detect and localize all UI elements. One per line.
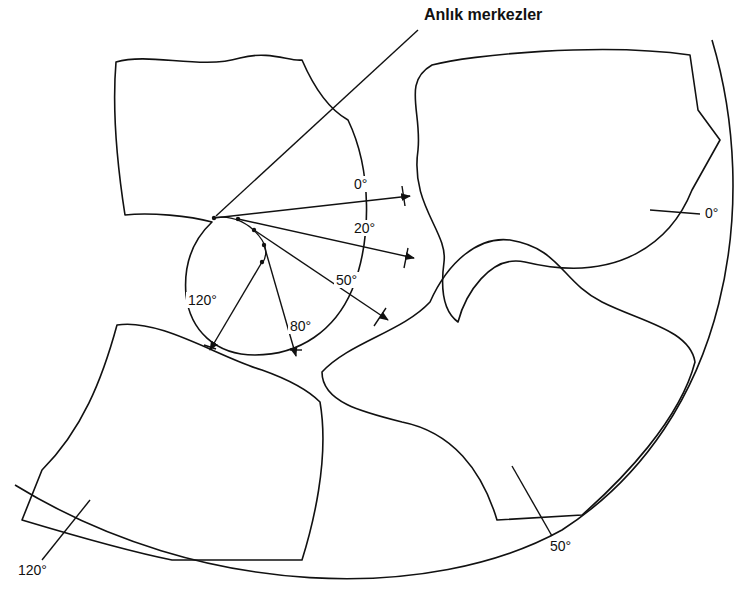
angle-label: 20° <box>352 220 377 236</box>
leader-line <box>216 30 418 216</box>
contact-tick <box>290 349 302 350</box>
position-label: 0° <box>703 205 720 221</box>
centre-arrow-80 <box>264 245 296 356</box>
contact-tick <box>404 248 408 268</box>
centre-arrow-50 <box>254 230 388 320</box>
position-label: 50° <box>548 538 573 554</box>
leader-line <box>650 210 700 214</box>
tibia-0-outline <box>415 50 720 322</box>
contact-tick <box>402 186 405 206</box>
contact-tick <box>374 308 386 326</box>
leader-line <box>512 466 552 536</box>
instant-centre <box>262 243 266 247</box>
instant-centre <box>260 260 264 264</box>
contact-tick <box>204 345 216 349</box>
angle-label: 50° <box>334 272 359 288</box>
angle-label: 0° <box>352 176 369 192</box>
instant-centre <box>252 228 256 232</box>
leader-line <box>42 500 90 560</box>
tibia-50-outline <box>322 240 695 520</box>
angle-label: 80° <box>288 318 313 334</box>
tibia-120-outline <box>22 324 323 560</box>
centre-arrow-0 <box>214 196 410 218</box>
callout-title: Anlık merkezler <box>422 6 544 24</box>
centre-arrow-20 <box>238 219 414 258</box>
motion-arc <box>15 40 733 579</box>
instant-centre <box>212 216 216 220</box>
instant-centre <box>236 217 240 221</box>
centre-locus <box>212 217 266 264</box>
position-label: 120° <box>16 562 49 578</box>
angle-label: 120° <box>186 292 219 308</box>
